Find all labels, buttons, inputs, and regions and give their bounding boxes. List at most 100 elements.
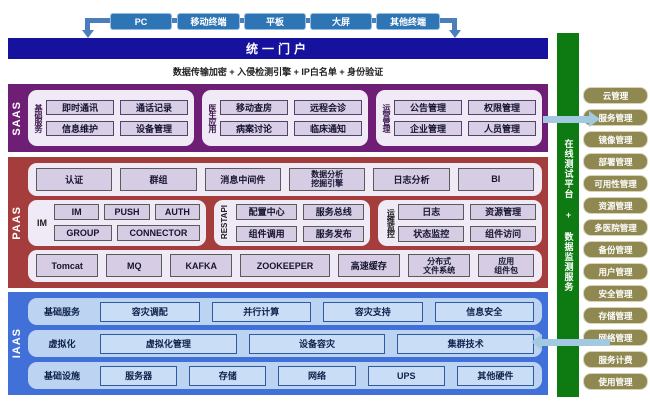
paas-item: 组件调用 xyxy=(236,225,298,242)
saas-item: 即时通讯 xyxy=(46,100,114,115)
terminal-mobile: 移动终端 xyxy=(177,13,240,30)
mgmt-item: 用户管理 xyxy=(583,263,648,280)
paas-group-label: IM xyxy=(37,217,47,228)
paas-item: Tomcat xyxy=(36,254,99,278)
paas-item: 应用 组件包 xyxy=(478,254,535,278)
saas-item: 信息维护 xyxy=(46,121,114,136)
iaas-row-label: 基础服务 xyxy=(43,307,80,317)
paas-item: 日志 xyxy=(398,203,465,220)
saas-layer-label: SAAS xyxy=(11,100,23,136)
paas-group-im: IM IM PUSH AUTH GROUP CONNECTOR xyxy=(28,199,207,246)
saas-group-basic-services: 基础服务 即时通讯 通话记录 信息维护 设备管理 xyxy=(28,90,194,146)
iaas-item: 容灾支持 xyxy=(323,301,423,322)
paas-item: 服务发布 xyxy=(303,225,365,242)
online-test-platform-bar: 在线测试平台 + 数据监测服务 xyxy=(557,33,579,397)
paas-item: 消息中间件 xyxy=(204,167,281,191)
iaas-layer: IAAS 基础服务 容灾调配 并行计算 容灾支持 信息安全 虚拟化 虚拟化管理 … xyxy=(8,292,548,395)
iaas-item: 其他硬件 xyxy=(456,365,535,386)
paas-group-restapi: RESTAPI 配置中心 服务总线 组件调用 服务发布 xyxy=(214,199,371,246)
saas-item: 企业管理 xyxy=(394,121,462,136)
iaas-item: 容灾调配 xyxy=(100,301,200,322)
paas-group-label: RESTAPI xyxy=(220,205,230,240)
iaas-item: 存储 xyxy=(189,365,267,386)
iaas-item: 服务器 xyxy=(100,365,178,386)
unified-portal-banner: 统一门户 xyxy=(8,38,548,59)
paas-middle-row: IM IM PUSH AUTH GROUP CONNECTOR xyxy=(28,199,542,246)
mgmt-item: 多医院管理 xyxy=(583,219,648,236)
iaas-layer-label: IAAS xyxy=(11,328,23,359)
left-arrow-icon xyxy=(531,334,542,350)
saas-content: 基础服务 即时通讯 通话记录 信息维护 设备管理 医生应用 移动查房 远程会诊 … xyxy=(26,84,548,152)
saas-item: 病案讨论 xyxy=(220,121,288,136)
iaas-row-label: 基础设施 xyxy=(43,371,80,381)
saas-layer: SAAS 基础服务 即时通讯 通话记录 信息维护 设备管理 医生应用 移动查房 … xyxy=(8,84,548,152)
paas-item: CONNECTOR xyxy=(116,225,201,241)
iaas-content: 基础服务 容灾调配 并行计算 容灾支持 信息安全 虚拟化 虚拟化管理 设备容灾 … xyxy=(26,292,548,395)
green-bar-label: 在线测试平台 + 数据监测服务 xyxy=(563,138,574,292)
paas-item: 状态监控 xyxy=(398,225,465,242)
terminal-connector-left-drop xyxy=(85,18,90,31)
paas-infra-row: Tomcat MQ KAFKA ZOOKEEPER 高速缓存 分布式 文件系统 … xyxy=(28,249,542,282)
paas-layer: PAAS 认证 群组 消息中间件 数据分析 挖掘引擎 日志分析 BI IM IM… xyxy=(8,157,548,288)
paas-layer-label: PAAS xyxy=(11,205,23,240)
iaas-row-basic-services: 基础服务 容灾调配 并行计算 容灾支持 信息安全 xyxy=(28,298,542,325)
paas-item: MQ xyxy=(106,254,163,278)
paas-item: IM xyxy=(54,204,100,220)
paas-item: 高速缓存 xyxy=(337,254,400,278)
iaas-item: UPS xyxy=(367,365,445,386)
saas-item: 人员管理 xyxy=(468,121,536,136)
iaas-item: 虚拟化管理 xyxy=(100,333,237,354)
mgmt-item: 使用管理 xyxy=(583,373,648,390)
paas-item: 组件访问 xyxy=(470,225,536,242)
saas-item: 权限管理 xyxy=(468,100,536,115)
saas-item: 公告管理 xyxy=(394,100,462,115)
security-measures-line: 数据传输加密 + 入侵检测引擎 + IP白名单 + 身份验证 xyxy=(172,67,384,77)
paas-item: 配置中心 xyxy=(236,203,298,220)
mgmt-item: 部署管理 xyxy=(583,153,648,170)
iaas-row-virtualization: 虚拟化 虚拟化管理 设备容灾 集群技术 xyxy=(28,330,542,357)
terminal-tablet: 平板 xyxy=(244,13,306,30)
paas-item: 认证 xyxy=(36,167,113,191)
arrow-saas-to-service-mgmt xyxy=(543,116,589,123)
paas-item: KAFKA xyxy=(170,254,233,278)
paas-item: PUSH xyxy=(104,204,150,220)
iaas-item: 并行计算 xyxy=(211,301,311,322)
paas-item: 数据分析 挖掘引擎 xyxy=(288,167,366,191)
mgmt-item: 备份管理 xyxy=(583,241,648,258)
mgmt-item: 安全管理 xyxy=(583,285,648,302)
paas-item: BI xyxy=(457,167,534,191)
mgmt-item: 资源管理 xyxy=(583,197,648,214)
saas-group-operations: 运营管理 公告管理 权限管理 企业管理 人员管理 xyxy=(376,90,542,146)
saas-group-doctor-apps: 医生应用 移动查房 远程会诊 病案讨论 临床通知 xyxy=(202,90,368,146)
iaas-item: 设备容灾 xyxy=(248,333,386,354)
paas-group-ops-monitoring: 运维监控 日志 资源管理 状态监控 组件访问 xyxy=(378,199,542,246)
paas-item: 资源管理 xyxy=(470,203,536,220)
mgmt-item: 存储管理 xyxy=(583,307,648,324)
down-arrow-icon xyxy=(82,30,94,38)
paas-middleware-row: 认证 群组 消息中间件 数据分析 挖掘引擎 日志分析 BI xyxy=(28,163,542,196)
right-arrow-icon xyxy=(589,111,600,127)
iaas-row-infrastructure: 基础设施 服务器 存储 网络 UPS 其他硬件 xyxy=(28,362,542,389)
paas-group-label: 运维监控 xyxy=(386,208,396,237)
iaas-row-label: 虚拟化 xyxy=(48,339,76,349)
terminal-connector-right-drop xyxy=(452,18,457,31)
terminal-other: 其他终端 xyxy=(376,13,440,30)
terminal-bigscreen: 大屏 xyxy=(310,13,372,30)
mgmt-item: 可用性管理 xyxy=(583,175,648,192)
iaas-item: 网络 xyxy=(278,365,356,386)
mgmt-item: 服务计费 xyxy=(583,351,648,368)
saas-item: 通话记录 xyxy=(120,100,188,115)
arrow-billing-to-iaas xyxy=(542,339,610,346)
saas-item: 设备管理 xyxy=(120,121,188,136)
mgmt-item: 镜像管理 xyxy=(583,131,648,148)
terminal-pc: PC xyxy=(110,13,172,30)
paas-item: GROUP xyxy=(54,225,112,241)
paas-item: 日志分析 xyxy=(373,167,450,191)
paas-item: 分布式 文件系统 xyxy=(407,254,471,278)
paas-item: AUTH xyxy=(154,204,201,220)
saas-item: 远程会诊 xyxy=(294,100,362,115)
management-services-column: 云管理 服务管理 镜像管理 部署管理 可用性管理 资源管理 多医院管理 备份管理… xyxy=(583,87,648,390)
saas-item: 临床通知 xyxy=(294,121,362,136)
saas-group-label: 运营管理 xyxy=(382,104,391,132)
